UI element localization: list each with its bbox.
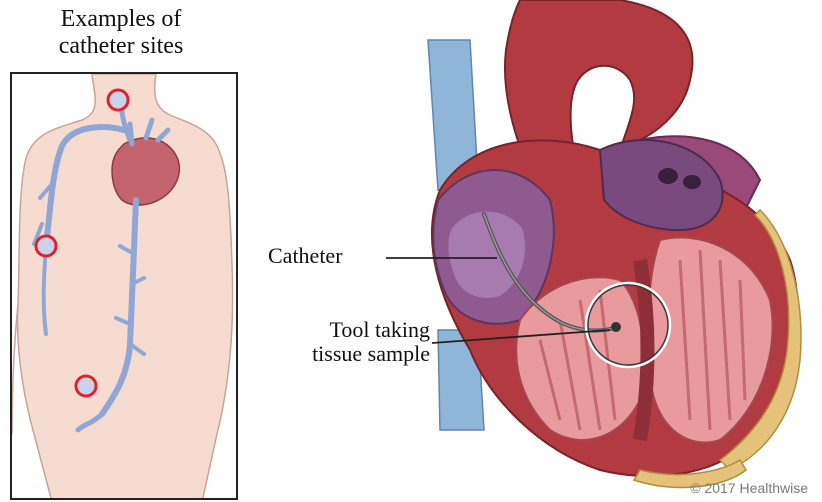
- copyright-text: © 2017 Healthwise: [690, 480, 808, 496]
- tool-label-line-1: Tool taking: [254, 318, 430, 342]
- catheter-label-text: Catheter: [268, 244, 343, 268]
- pulmonary-vein-opening-1: [658, 168, 678, 184]
- pulmonary-vein-opening-2: [683, 175, 701, 189]
- biopsy-tool-tip: [611, 322, 621, 332]
- tool-label: Tool taking tissue sample: [254, 318, 430, 366]
- tool-label-line-2: tissue sample: [254, 342, 430, 366]
- catheter-label: Catheter: [268, 244, 343, 268]
